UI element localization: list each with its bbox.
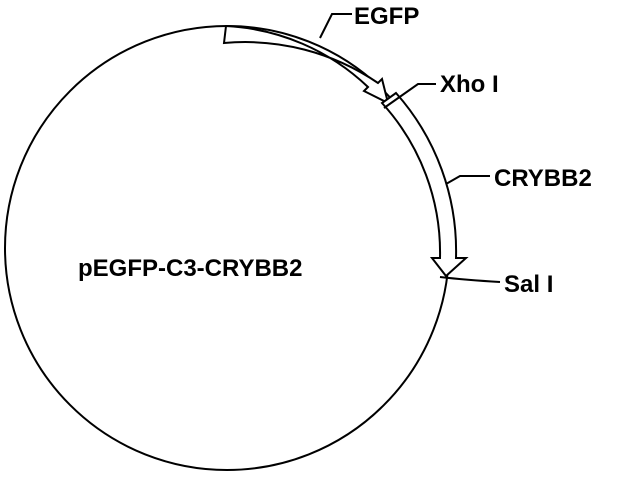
crybb2-arrow — [380, 91, 469, 278]
crybb2-leader-line — [445, 175, 490, 185]
crybb2-label: CRYBB2 — [494, 165, 592, 192]
sali-label: Sal I — [504, 271, 553, 298]
xhoi-leader-line — [383, 83, 436, 109]
egfp-label: EGFP — [354, 3, 419, 30]
xhoi-label: Xho I — [440, 71, 499, 98]
sali-leader-line — [439, 276, 501, 283]
egfp-leader-line — [319, 13, 352, 39]
plasmid-name: pEGFP-C3-CRYBB2 — [78, 255, 302, 282]
egfp-arrow — [222, 24, 390, 105]
